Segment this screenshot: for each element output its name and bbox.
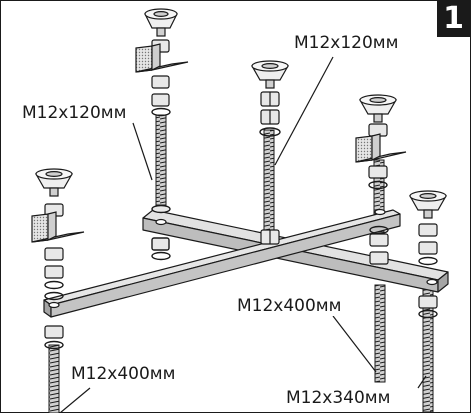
nut-icon — [44, 325, 64, 339]
nut-icon — [418, 295, 438, 309]
rod-length-label-center: M12x120мм — [292, 33, 401, 53]
washer-icon — [151, 204, 171, 261]
rod-length-label-left-lower: M12x400мм — [69, 364, 178, 384]
step-number-badge: 1 — [437, 1, 470, 37]
rod-length-label-left-upper: M12x120мм — [20, 103, 129, 123]
nut-icon — [260, 229, 280, 245]
nut-icon — [368, 165, 388, 179]
bracket-icon — [355, 133, 407, 163]
bolt-icon — [144, 8, 178, 37]
rod-length-label-right-lower: M12x340мм — [284, 388, 393, 408]
bracket-icon — [31, 211, 85, 243]
washer-icon — [418, 309, 438, 319]
washer-icon — [259, 127, 281, 137]
bolt-icon — [35, 168, 73, 197]
nut-icon — [151, 75, 170, 107]
washer-icon — [418, 256, 438, 266]
nut-icon — [44, 247, 64, 279]
nut-icon — [418, 223, 438, 255]
washer-icon — [44, 340, 64, 350]
washer-icon — [368, 180, 388, 190]
leader-lines — [59, 56, 427, 413]
bolt-icon — [409, 190, 447, 219]
washer-icon — [44, 280, 64, 301]
bolt-icon — [251, 60, 289, 89]
bolt-icon — [359, 94, 397, 123]
nut-icon — [369, 233, 389, 265]
washer-icon — [369, 225, 389, 235]
washer-icon — [151, 107, 171, 117]
nut-icon — [260, 91, 280, 125]
bracket-icon — [135, 43, 189, 73]
rod-length-label-center-lower: M12x400мм — [235, 296, 344, 316]
